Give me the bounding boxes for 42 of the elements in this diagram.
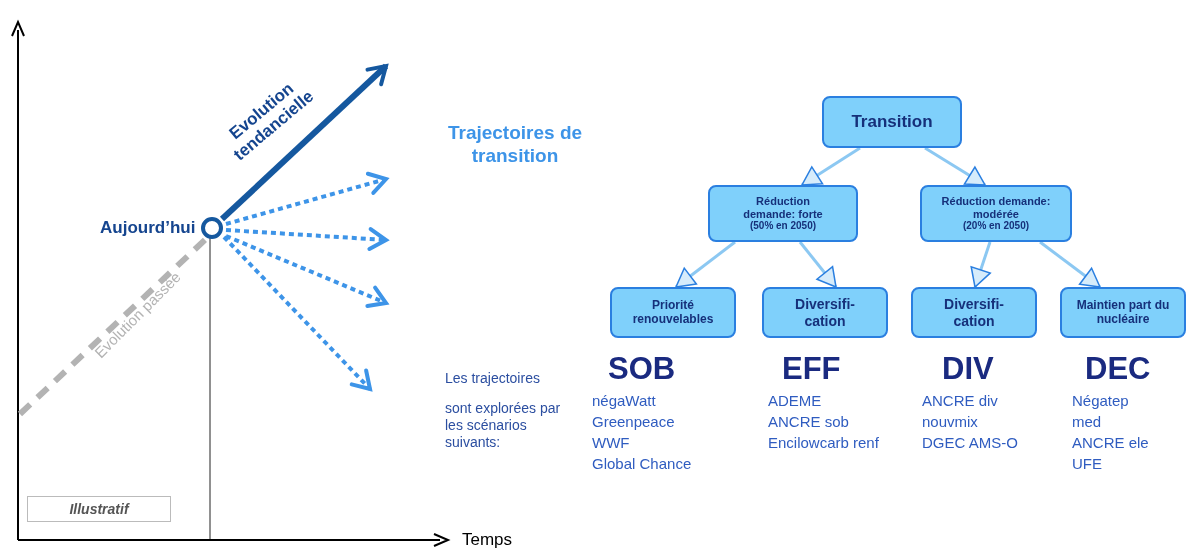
scenario-code: DIV: [942, 350, 994, 388]
scenario-name: WWF: [592, 434, 630, 452]
process-box: Priorité renouvelables: [610, 287, 736, 338]
process-box: Transition: [822, 96, 962, 148]
note-text: Les trajectoires: [445, 370, 541, 387]
point-label: Aujourd’hui: [100, 218, 196, 238]
process-box: Maintien part du nucléaire: [1060, 287, 1186, 338]
arrow: [1039, 240, 1101, 289]
scenario-name: ANCRE ele: [1072, 434, 1149, 452]
arrow: [225, 227, 388, 251]
process-box: Diversifi- cation: [911, 287, 1037, 338]
arrow: [219, 63, 389, 222]
heading: Trajectoires de transition: [446, 122, 584, 168]
scenario-name: nouvmix: [922, 413, 978, 431]
arrow: [970, 241, 992, 288]
scenario-name: Greenpeace: [592, 413, 675, 431]
scenario-name: Global Chance: [592, 455, 692, 473]
arrow: [801, 146, 861, 187]
scenario-name: Encilowcarb renf: [768, 434, 879, 452]
arrow: [225, 234, 388, 309]
axis-label: Temps: [462, 530, 513, 551]
arrow: [225, 171, 388, 226]
scenario-name: DGEC AMS-O: [922, 434, 1018, 452]
process-box: Réduction demande: forte (50% en 2050): [708, 185, 858, 242]
scenario-code: DEC: [1085, 350, 1151, 388]
note-text: sont explorées par les scénarios suivants:: [445, 400, 562, 451]
scenario-name: négaWatt: [592, 392, 656, 410]
scenario-name: ADEME: [768, 392, 822, 410]
scenario-name: UFE: [1072, 455, 1102, 473]
scenario-code: EFF: [782, 350, 841, 388]
arrow: [924, 146, 986, 187]
process-box: Réduction demande: modérée (20% en 2050): [920, 185, 1072, 242]
arrow: [798, 241, 838, 288]
scenario-name: med: [1072, 413, 1102, 431]
process-box: Diversifi- cation: [762, 287, 888, 338]
note-box: Illustratif: [27, 496, 171, 522]
arrow: [222, 235, 372, 391]
scenario-name: ANCRE div: [922, 392, 998, 410]
arrow: [675, 240, 736, 289]
scenario-name: ANCRE sob: [768, 413, 849, 431]
scenario-code: SOB: [608, 350, 676, 388]
scenario-name: Négatep: [1072, 392, 1129, 410]
